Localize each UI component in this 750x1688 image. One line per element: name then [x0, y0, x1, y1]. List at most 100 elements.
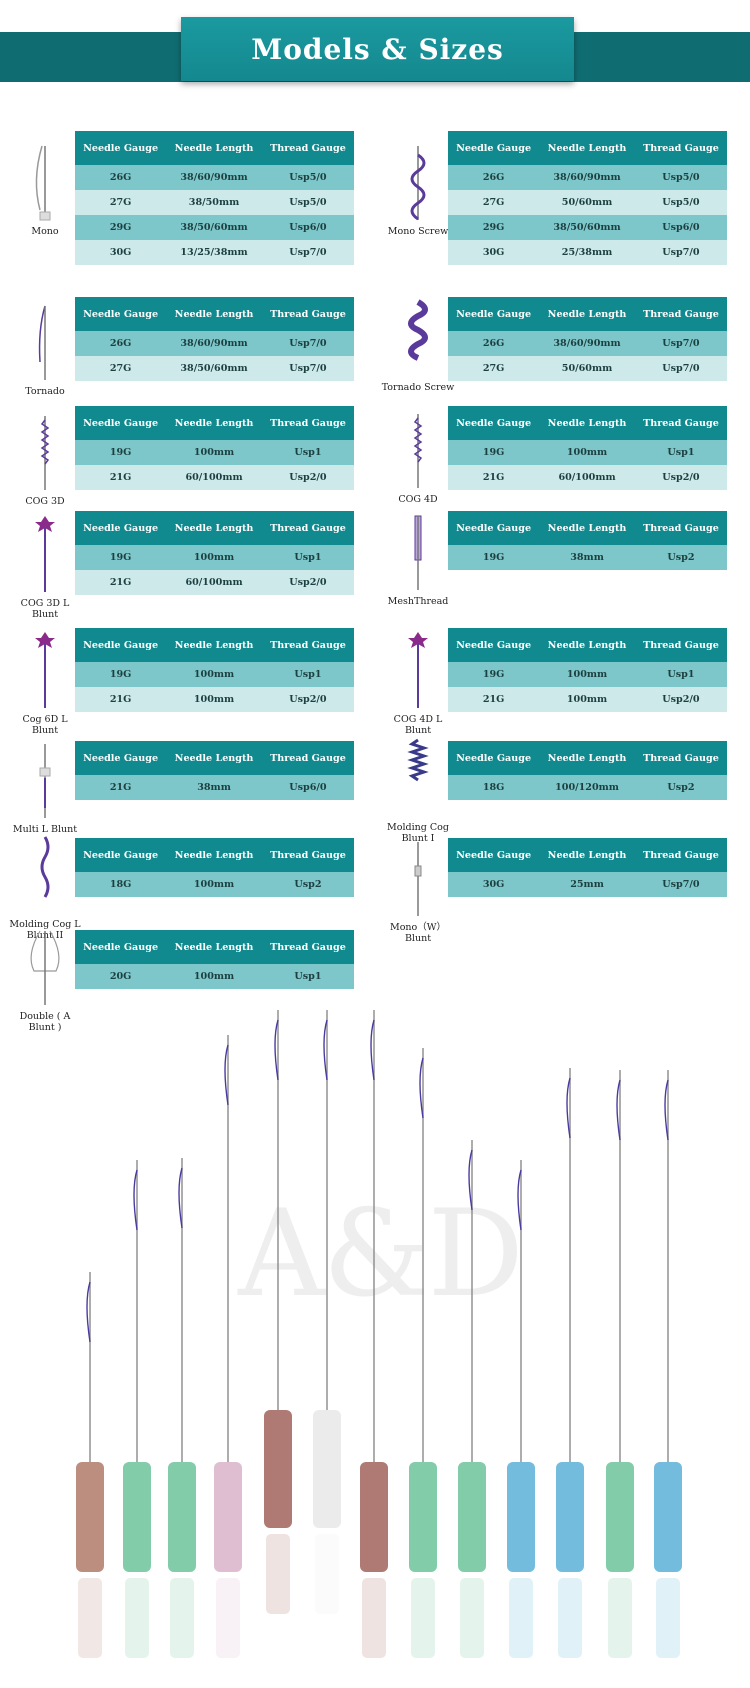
cog-3d-l-blunt-thread-icon [35, 516, 55, 592]
needle-hub [606, 1462, 634, 1572]
column-header: Needle Gauge [448, 838, 540, 872]
column-header: Thread Gauge [261, 406, 354, 440]
molding-cog-blunt-i-thread-icon [407, 738, 429, 782]
column-header: Needle Gauge [75, 930, 167, 964]
hub-reflection [608, 1578, 632, 1658]
table-cell: 13/25/38mm [166, 240, 262, 265]
table-cell: 25/38mm [539, 240, 635, 265]
column-header: Thread Gauge [634, 838, 727, 872]
table-cell: 19G [448, 662, 540, 687]
table-cell: 19G [75, 662, 167, 687]
table-cell: 30G [448, 872, 540, 897]
model-thumb: Mono（W）Blunt [381, 836, 455, 944]
table-cell: 100mm [539, 687, 635, 712]
table-cell: Usp7/0 [261, 240, 354, 265]
molding-cog-l-blunt-ii-thread-icon [40, 836, 50, 898]
column-header: Needle Length [166, 131, 262, 165]
column-header: Needle Gauge [75, 131, 167, 165]
needle-hub [168, 1462, 196, 1572]
column-header: Needle Length [539, 628, 635, 662]
column-header: Needle Gauge [75, 511, 167, 545]
cog-4d-thread-icon [413, 414, 423, 488]
model-thumb: Double ( A Blunt ) [8, 925, 82, 1033]
model-thumb: Tornado [8, 300, 82, 397]
hub-reflection [315, 1534, 339, 1614]
needle-hub [458, 1462, 486, 1572]
table-cell: Usp2/0 [634, 465, 727, 490]
table-cell: Usp2 [634, 775, 727, 800]
multi-l-blunt-thread-icon [39, 744, 51, 818]
table-cell: Usp2/0 [261, 687, 354, 712]
column-header: Needle Length [539, 741, 635, 775]
table-cell: 27G [448, 356, 540, 381]
table-cell: Usp6/0 [261, 215, 354, 240]
model-thumb: Multi L Blunt [8, 738, 82, 835]
column-header: Thread Gauge [261, 741, 354, 775]
table-cell: Usp1 [261, 964, 354, 989]
model-name: Molding Cog Blunt I [387, 822, 449, 844]
table-cell: 100mm [166, 872, 262, 897]
table-cell: 30G [75, 240, 167, 265]
table-cell: 100/120mm [539, 775, 635, 800]
table-cell: 38mm [166, 775, 262, 800]
column-header: Thread Gauge [634, 511, 727, 545]
table-cell: 38/60/90mm [539, 331, 635, 356]
table-cell: 60/100mm [166, 465, 262, 490]
table-cell: 38/60/90mm [166, 165, 262, 190]
model-name: Mono Screw [387, 226, 449, 237]
model-name: Multi L Blunt [12, 824, 78, 835]
table-cell: 30G [448, 240, 540, 265]
needle-hub [214, 1462, 242, 1572]
model-name: Tornado Screw [381, 382, 455, 393]
hub-reflection [78, 1578, 102, 1658]
table-cell: 21G [448, 465, 540, 490]
table-cell: 20G [75, 964, 167, 989]
column-header: Needle Gauge [448, 628, 540, 662]
table-cell: 19G [75, 545, 167, 570]
table-cell: 100mm [539, 440, 635, 465]
column-header: Needle Length [539, 838, 635, 872]
column-header: Needle Length [166, 741, 262, 775]
table-cell: 19G [448, 440, 540, 465]
column-header: Needle Length [539, 406, 635, 440]
table-cell: Usp2/0 [261, 570, 354, 595]
table-cell: 21G [75, 775, 167, 800]
model-thumb: Molding Cog Blunt I [381, 736, 455, 844]
table-cell: 100mm [166, 440, 262, 465]
model-thumb: Mono [8, 140, 82, 237]
page-title: Models & Sizes [251, 32, 504, 66]
table-cell: 100mm [166, 964, 262, 989]
column-header: Thread Gauge [261, 628, 354, 662]
column-header: Thread Gauge [261, 131, 354, 165]
table-cell: 29G [448, 215, 540, 240]
table-cell: 21G [448, 687, 540, 712]
column-header: Needle Gauge [75, 838, 167, 872]
column-header: Thread Gauge [261, 297, 354, 331]
needle-hub [654, 1462, 682, 1572]
mesh-thread-icon [414, 515, 422, 590]
column-header: Needle Gauge [448, 741, 540, 775]
table-cell: 38mm [539, 545, 635, 570]
column-header: Needle Gauge [448, 297, 540, 331]
table-cell: 38/60/90mm [166, 331, 262, 356]
table-cell: 60/100mm [539, 465, 635, 490]
table-cell: Usp6/0 [261, 775, 354, 800]
table-cell: 27G [75, 190, 167, 215]
hub-reflection [411, 1578, 435, 1658]
column-header: Thread Gauge [634, 406, 727, 440]
